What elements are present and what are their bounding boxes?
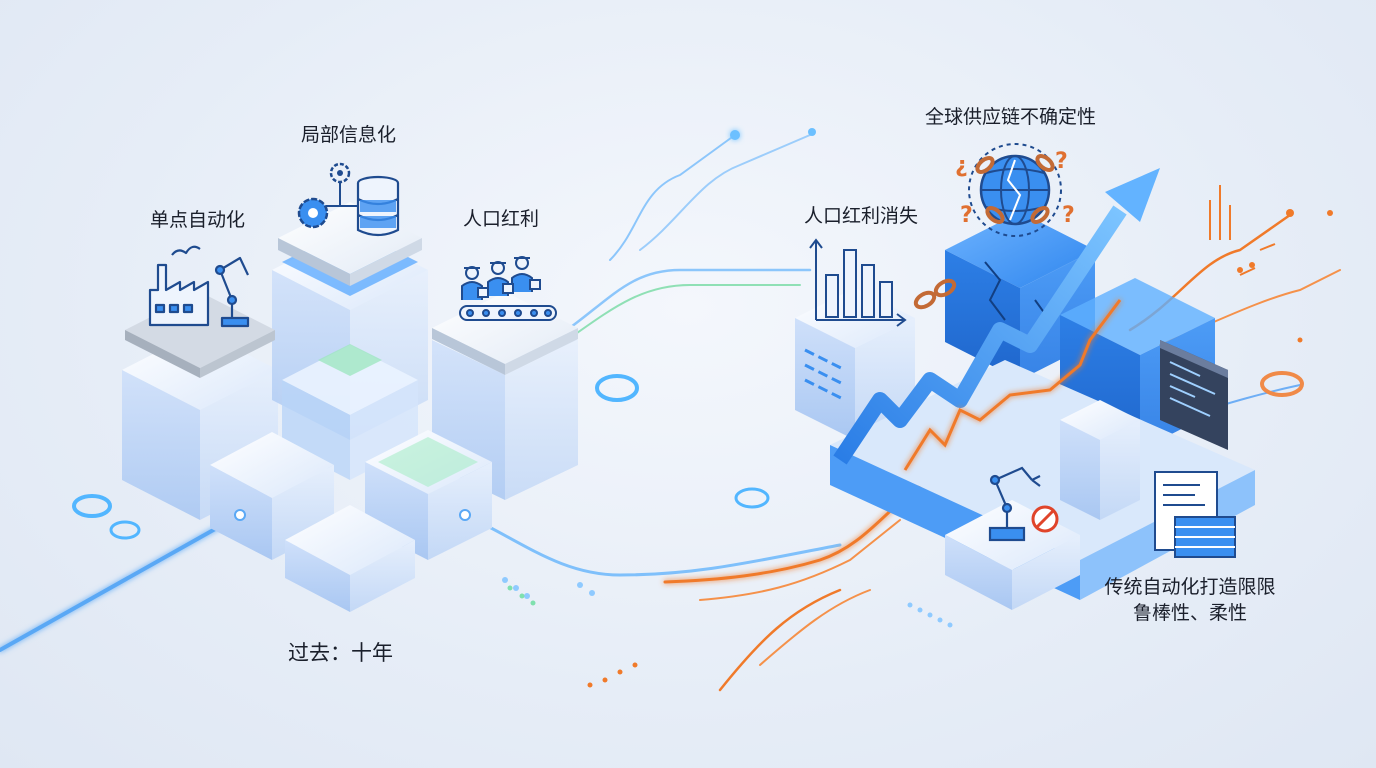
question-mark-icon: ? bbox=[1055, 149, 1068, 174]
flow-line-up-1 bbox=[609, 134, 736, 261]
question-mark-icon: ? bbox=[1062, 203, 1075, 228]
conclusion-label: 传统自动化打造限限 鲁棒性、柔性 bbox=[1090, 575, 1290, 626]
port-dot bbox=[459, 509, 471, 521]
globe-broken-chain-icon: ¿ ? ? ? bbox=[955, 143, 1075, 237]
flow-line-orange-3 bbox=[718, 588, 842, 692]
conclusion-line-2: 鲁棒性、柔性 bbox=[1132, 601, 1247, 624]
era-label: 过去：十年 bbox=[288, 641, 393, 665]
present-cluster: ¿ ? ? ? bbox=[795, 143, 1276, 610]
question-mark-icon: ? bbox=[960, 203, 973, 228]
flow-line-mid-green bbox=[559, 284, 801, 346]
flow-line-up-2 bbox=[639, 134, 811, 251]
server-block bbox=[1060, 400, 1140, 520]
decor-rings bbox=[72, 371, 1304, 540]
stage-label-demographic: 人口红利 bbox=[463, 208, 540, 230]
document-stack-icon bbox=[1154, 471, 1236, 558]
code-panel-icon bbox=[1160, 340, 1228, 450]
flow-line-orange-4 bbox=[759, 589, 871, 666]
flow-line-orange-2 bbox=[699, 519, 901, 601]
stage-label-info: 局部信息化 bbox=[301, 124, 397, 146]
gears-database-icon bbox=[297, 162, 400, 237]
factory-robot-arm-icon bbox=[148, 245, 250, 328]
past-cluster bbox=[122, 162, 578, 612]
block-front-right bbox=[365, 430, 492, 560]
port-dot bbox=[234, 509, 246, 521]
robot-arm-blocked-icon bbox=[988, 466, 1059, 542]
stage-label-automation: 单点自动化 bbox=[150, 209, 246, 231]
orange-trend-line bbox=[903, 185, 1276, 471]
challenge-label-supply-chain: 全球供应链不确定性 bbox=[925, 106, 1097, 128]
workers-conveyor-icon bbox=[459, 256, 557, 321]
block-front-bottom bbox=[285, 505, 415, 612]
chain-link-icon bbox=[913, 278, 957, 310]
block-center-glass bbox=[282, 344, 418, 480]
challenge-label-demographic: 人口红利消失 bbox=[804, 205, 919, 227]
flow-line-bottom-blue bbox=[463, 513, 842, 577]
flow-line-mid-blue bbox=[558, 268, 812, 337]
conclusion-line-1: 传统自动化打造限限 bbox=[1104, 576, 1276, 598]
question-mark-icon: ¿ bbox=[955, 153, 968, 178]
decor-dots bbox=[502, 128, 1333, 688]
bar-chart-icon bbox=[809, 238, 907, 327]
flow-line-left bbox=[0, 513, 242, 652]
rising-arrow bbox=[833, 168, 1160, 465]
